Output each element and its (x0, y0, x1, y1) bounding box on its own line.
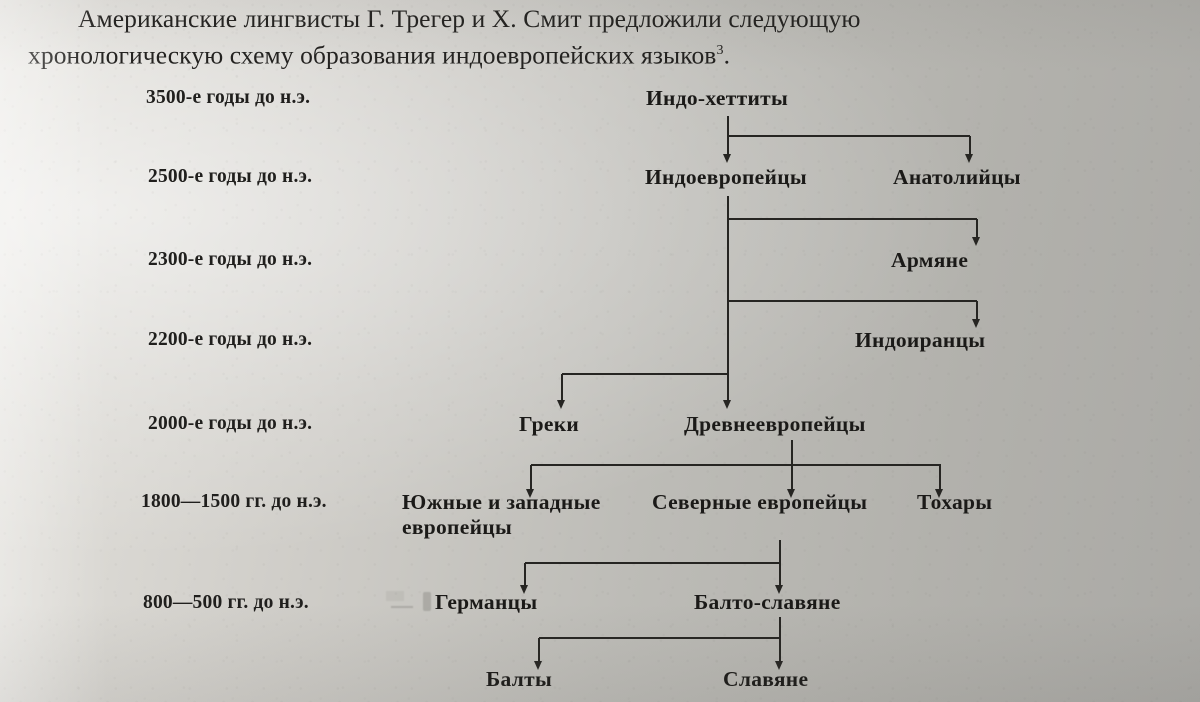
era-label-3500: 3500-е годы до н.э. (146, 87, 311, 108)
branch-bar-anatolians (728, 135, 970, 137)
era-label-800-500: 800—500 гг. до н.э. (143, 592, 309, 613)
edge-north-europeans-to-balto-slavs (775, 563, 784, 594)
edge-north-europeans-to-germanics (520, 563, 529, 594)
node-slavs: Славяне (723, 667, 809, 691)
edge-indo-europeans-to-armenians (972, 219, 981, 246)
scan-smudge (386, 591, 404, 601)
node-south-west-europeans: Южные и западные европейцы (402, 490, 601, 539)
edge-ancient-europeans-to-north-europeans (787, 465, 796, 498)
node-armenians: Армяне (891, 248, 969, 272)
node-balts: Балты (486, 667, 553, 691)
node-north-europeans: Северные европейцы (652, 490, 868, 514)
branch-bar-ancient-europeans (531, 464, 941, 466)
scan-smudge (391, 606, 413, 608)
node-tocharians: Тохары (917, 490, 993, 514)
branch-bar-north-europeans (525, 562, 781, 564)
branch-bar-greeks (562, 373, 729, 375)
heading-line-2: хронологическую схему образования индоев… (28, 35, 730, 72)
node-germanics: Германцы (435, 590, 538, 614)
trunk-balto-slavs (779, 617, 781, 639)
node-ancient-europeans: Древнеевропейцы (684, 412, 866, 436)
edge-indo-hittites-to-anatolians (965, 136, 974, 163)
era-label-2300: 2300-е годы до н.э. (148, 249, 313, 270)
edge-indo-europeans-to-indo-iranians (972, 301, 981, 328)
branch-bar-balto-slavs (539, 637, 781, 639)
edge-balto-slavs-to-slavs (775, 638, 784, 670)
branch-bar-indo-iranians (728, 300, 977, 302)
node-indo-iranians: Индоиранцы (855, 328, 986, 352)
heading-line-2-text: хронологическую схему образования индоев… (28, 40, 717, 70)
heading-period: . (723, 40, 731, 70)
node-indo-europeans: Индоевропейцы (645, 165, 807, 189)
edge-indo-europeans-to-greeks (557, 374, 566, 409)
edge-indo-europeans-to-ancient-europeans (723, 374, 732, 409)
era-label-2200: 2200-е годы до н.э. (148, 329, 313, 350)
era-label-1800-1500: 1800—1500 гг. до н.э. (141, 491, 327, 512)
node-balto-slavs: Балто-славяне (694, 590, 841, 614)
edge-balto-slavs-to-balts (534, 638, 543, 670)
node-indo-hittites: Индо-хеттиты (646, 86, 789, 110)
branch-bar-armenians (728, 218, 977, 220)
trunk-indo-europeans (727, 196, 729, 373)
scan-smudge (423, 592, 431, 611)
trunk-ancient-europeans (791, 440, 793, 466)
trunk-north-europeans (779, 540, 781, 564)
node-greeks: Греки (519, 412, 580, 436)
era-label-2000: 2000-е годы до н.э. (148, 413, 313, 434)
footnote-marker: 3 (716, 43, 724, 58)
era-label-2500: 2500-е годы до н.э. (148, 166, 313, 187)
heading-line-1: Американские лингвисты Г. Трегер и Х. См… (78, 4, 861, 33)
edge-ancient-europeans-to-tocharians (935, 465, 944, 498)
edge-ancient-europeans-to-south-west-europeans (526, 465, 535, 498)
node-anatolians: Анатолийцы (893, 165, 1021, 189)
